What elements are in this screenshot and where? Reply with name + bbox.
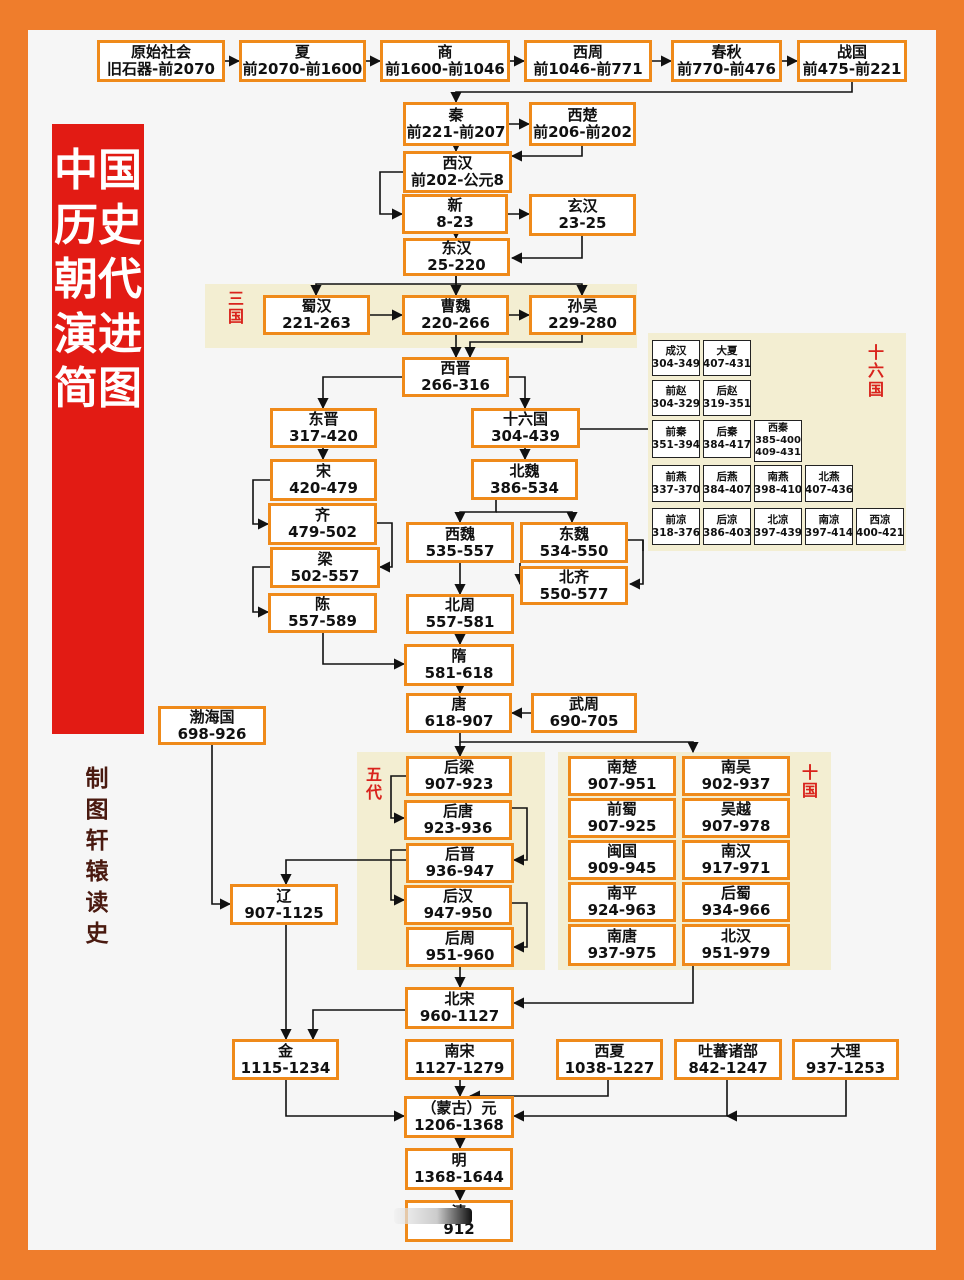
page-title: 中国历史朝代演进简图: [54, 145, 142, 414]
dynasty-western-han: 西汉前202-公元8: [403, 151, 512, 193]
shiguo-label: 十国: [801, 763, 818, 801]
dynasty-qin: 秦前221-前207: [403, 102, 509, 146]
sanguo-label: 三国: [227, 289, 244, 327]
title-banner: 中国历史朝代演进简图: [52, 124, 144, 734]
dynasty-spring-autumn: 春秋前770-前476: [671, 40, 782, 82]
dynasty-western-zhou: 西周前1046-前771: [524, 40, 652, 82]
dynasty-warring-states: 战国前475-前221: [797, 40, 907, 82]
dynasty-shang: 商前1600-前1046: [380, 40, 510, 82]
redaction-mark: [394, 1208, 472, 1224]
dynasty-primitive-society: 原始社会旧石器-前2070: [97, 40, 225, 82]
maker-credit: 制图 轩辕读史: [85, 766, 109, 947]
dynasty-xia: 夏前2070-前1600: [239, 40, 366, 82]
wudai-label: 五代: [365, 765, 382, 803]
shiliuguo-label: 十六国: [867, 343, 884, 399]
dynasty-western-chu: 西楚前206-前202: [529, 102, 636, 146]
